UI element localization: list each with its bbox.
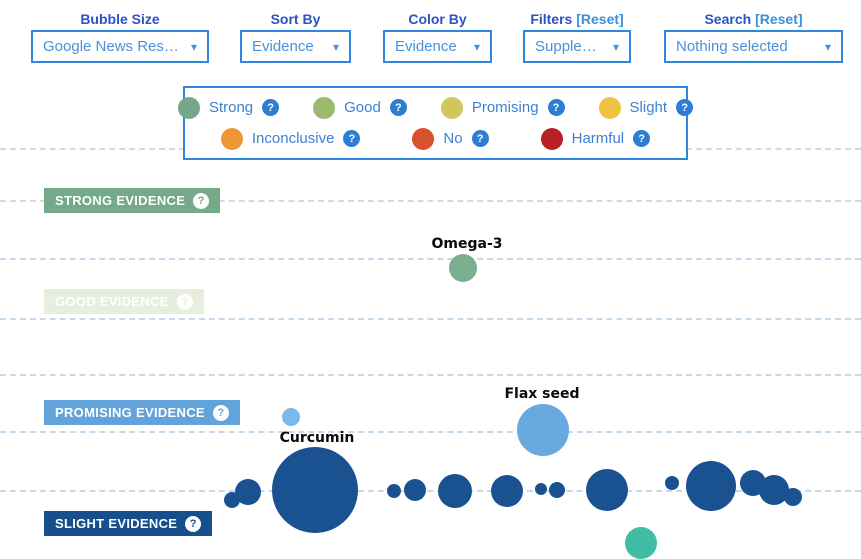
help-icon[interactable]: ? xyxy=(193,192,210,209)
help-icon[interactable]: ? xyxy=(676,99,694,116)
band-text: STRONG EVIDENCE xyxy=(55,193,186,208)
bubble-label: Omega-3 xyxy=(431,236,503,252)
legend-dot-no xyxy=(412,127,435,150)
legend-dot-slight xyxy=(598,96,621,119)
band-label-promising-evidence: PROMISING EVIDENCE ? xyxy=(44,400,240,425)
bubble[interactable] xyxy=(438,474,472,508)
legend-row-1: Strong ? Good ? Promising ? Slight ? xyxy=(177,96,694,119)
bubble[interactable] xyxy=(625,527,657,559)
legend-dot-inconclusive xyxy=(220,127,243,150)
sort-by-label: Sort By xyxy=(270,11,321,27)
help-icon[interactable]: ? xyxy=(262,99,280,116)
bubble-label: Flax seed xyxy=(504,386,580,402)
bubble[interactable] xyxy=(665,476,679,490)
chevron-down-icon: ▾ xyxy=(824,39,831,54)
control-sort-by: Sort By Evidence ▾ xyxy=(240,10,351,63)
bubble[interactable] xyxy=(282,408,300,426)
legend-dot-good xyxy=(313,96,336,119)
chevron-down-icon: ▾ xyxy=(612,39,619,54)
bubble-curcumin[interactable] xyxy=(272,447,358,533)
help-icon[interactable]: ? xyxy=(547,99,565,116)
help-icon[interactable]: ? xyxy=(176,293,193,310)
band-divider-line xyxy=(0,490,861,492)
legend-dot-promising xyxy=(440,96,463,119)
filters-reset-link[interactable]: [Reset] xyxy=(576,11,624,27)
search-label: Search [Reset] xyxy=(704,11,803,27)
bubble[interactable] xyxy=(784,488,802,506)
band-text: GOOD EVIDENCE xyxy=(55,294,169,309)
legend-item-inconclusive: Inconclusive ? xyxy=(220,127,361,150)
band-label-good-evidence: GOOD EVIDENCE ? xyxy=(44,289,204,314)
bubble[interactable] xyxy=(404,479,426,501)
bubble[interactable] xyxy=(586,469,628,511)
help-icon[interactable]: ? xyxy=(212,404,229,421)
legend-item-harmful: Harmful ? xyxy=(540,127,651,150)
control-search: Search [Reset] Nothing selected ▾ xyxy=(664,10,843,63)
control-bubble-size: Bubble Size Google News Results ▾ xyxy=(31,10,209,63)
bubble-flax-seed[interactable] xyxy=(517,404,569,456)
search-reset-link[interactable]: [Reset] xyxy=(755,11,803,27)
control-color-by: Color By Evidence ▾ xyxy=(383,10,492,63)
bubble-size-label: Bubble Size xyxy=(80,11,160,27)
color-by-value: Evidence xyxy=(395,38,457,55)
legend-label: Promising xyxy=(471,99,539,116)
bubble-omega-3[interactable] xyxy=(449,254,477,282)
bubble[interactable] xyxy=(387,484,401,498)
control-filters: Filters [Reset] Suppleme… ▾ xyxy=(523,10,631,63)
bubble[interactable] xyxy=(535,483,547,495)
legend-dot-harmful xyxy=(540,127,563,150)
bubble-size-dropdown[interactable]: Google News Results ▾ xyxy=(31,30,209,63)
bubble[interactable] xyxy=(549,482,565,498)
filters-dropdown[interactable]: Suppleme… ▾ xyxy=(523,30,631,63)
help-icon[interactable]: ? xyxy=(471,130,489,147)
band-divider-line xyxy=(0,374,861,376)
legend-item-no: No ? xyxy=(412,127,489,150)
bubble[interactable] xyxy=(686,461,736,511)
band-text: SLIGHT EVIDENCE xyxy=(55,516,178,531)
bubble[interactable] xyxy=(235,479,261,505)
legend-label: Slight xyxy=(629,99,668,116)
chevron-down-icon: ▾ xyxy=(332,39,339,54)
legend-row-2: Inconclusive ? No ? Harmful ? xyxy=(185,127,686,150)
help-icon[interactable]: ? xyxy=(343,130,361,147)
legend-label: No xyxy=(443,130,463,147)
sort-by-dropdown[interactable]: Evidence ▾ xyxy=(240,30,351,63)
legend-label: Strong xyxy=(208,99,254,116)
legend-item-good: Good ? xyxy=(313,96,407,119)
color-by-label: Color By xyxy=(408,11,467,27)
legend-label: Harmful xyxy=(571,130,625,147)
bubble-label: Curcumin xyxy=(279,430,355,446)
color-by-dropdown[interactable]: Evidence ▾ xyxy=(383,30,492,63)
bubble-size-value: Google News Results xyxy=(43,38,185,55)
evidence-legend: Strong ? Good ? Promising ? Slight ? Inc… xyxy=(177,86,694,160)
help-icon[interactable]: ? xyxy=(633,130,651,147)
band-divider-line xyxy=(0,431,861,433)
sort-by-value: Evidence xyxy=(252,38,314,55)
band-divider-line xyxy=(0,318,861,320)
legend-item-promising: Promising ? xyxy=(440,96,565,119)
search-dropdown[interactable]: Nothing selected ▾ xyxy=(664,30,843,63)
bubble[interactable] xyxy=(491,475,523,507)
legend-label: Good xyxy=(344,99,381,116)
band-text: PROMISING EVIDENCE xyxy=(55,405,205,420)
legend-item-strong: Strong ? xyxy=(177,96,280,119)
search-value: Nothing selected xyxy=(676,38,788,55)
chevron-down-icon: ▾ xyxy=(473,39,480,54)
help-icon[interactable]: ? xyxy=(389,99,407,116)
filters-value: Suppleme… xyxy=(535,38,607,55)
band-label-strong-evidence: STRONG EVIDENCE ? xyxy=(44,188,221,213)
band-divider-line xyxy=(0,258,861,260)
filters-label: Filters [Reset] xyxy=(530,11,624,27)
legend-label: Inconclusive xyxy=(251,130,335,147)
legend-item-slight: Slight ? xyxy=(598,96,694,119)
band-label-slight-evidence: SLIGHT EVIDENCE ? xyxy=(44,511,213,536)
legend-dot-strong xyxy=(177,96,200,119)
chevron-down-icon: ▾ xyxy=(190,39,197,54)
help-icon[interactable]: ? xyxy=(185,515,202,532)
band-divider-line xyxy=(0,200,861,202)
